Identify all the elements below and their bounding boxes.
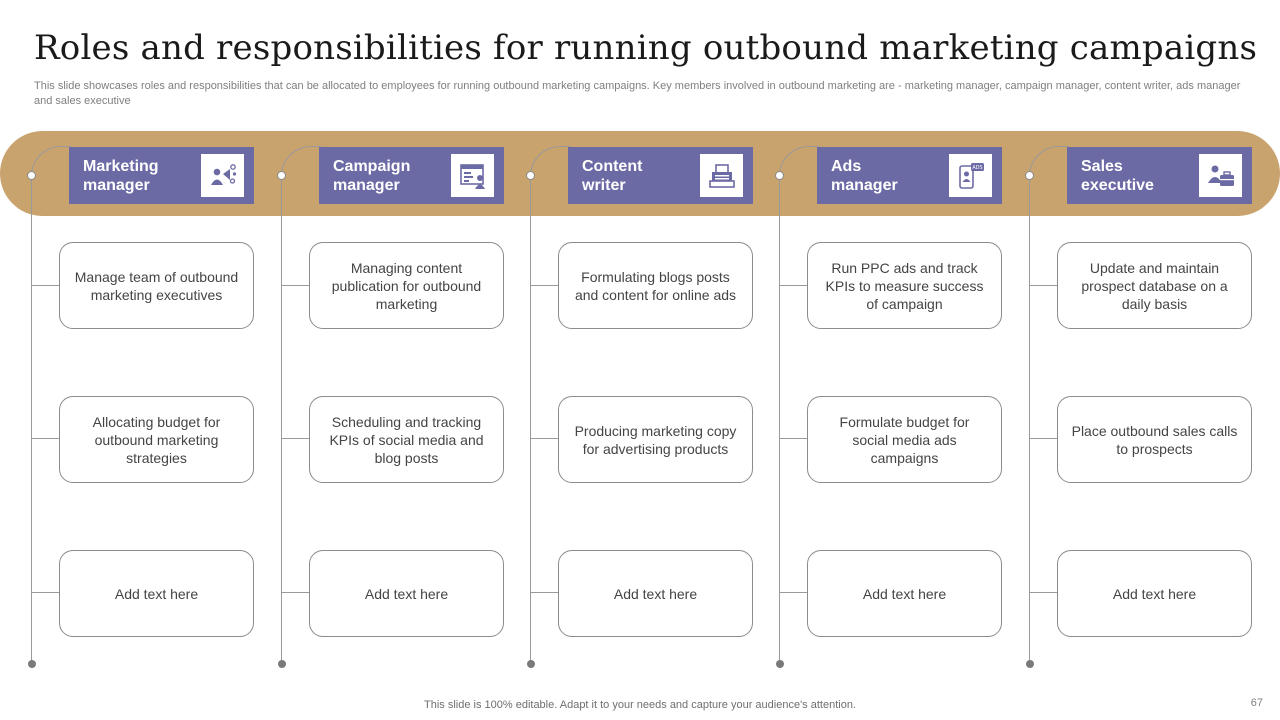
connector-line <box>780 592 808 593</box>
connector-line <box>32 438 60 439</box>
connector-line <box>32 592 60 593</box>
typewriter-icon <box>700 154 743 197</box>
task-card: Formulate budget for social media ads ca… <box>807 396 1002 483</box>
role-column-ads-manager: Ads manager ADS Run PPC ads and track KP… <box>748 0 1008 720</box>
presentation-board-icon <box>451 154 494 197</box>
timeline-start-dot <box>775 171 784 180</box>
timeline-arc <box>530 146 570 206</box>
role-header-marketing-manager: Marketing manager <box>69 147 254 204</box>
role-title: Campaign manager <box>333 158 411 194</box>
role-column-content-writer: Content writer Formulating blogs posts a… <box>499 0 759 720</box>
timeline-end-dot <box>1026 660 1034 668</box>
ads-badge-text: ADS <box>972 165 982 171</box>
timeline-line <box>31 176 32 664</box>
connector-line <box>531 285 559 286</box>
timeline-end-dot <box>776 660 784 668</box>
timeline-end-dot <box>28 660 36 668</box>
timeline-start-dot <box>277 171 286 180</box>
role-title: Sales executive <box>1081 158 1154 194</box>
connector-line <box>1030 592 1058 593</box>
timeline-end-dot <box>527 660 535 668</box>
connector-line <box>1030 285 1058 286</box>
timeline-end-dot <box>278 660 286 668</box>
page-title: Roles and responsibilities for running o… <box>34 28 1258 68</box>
footer-note: This slide is 100% editable. Adapt it to… <box>424 699 856 711</box>
role-title: Marketing manager <box>83 158 159 194</box>
connector-line <box>531 592 559 593</box>
page-subtitle: This slide showcases roles and responsib… <box>34 80 1241 107</box>
connector-line <box>282 285 310 286</box>
task-card-placeholder[interactable]: Add text here <box>807 550 1002 637</box>
role-header-content-writer: Content writer <box>568 147 753 204</box>
task-card: Scheduling and tracking KPIs of social m… <box>309 396 504 483</box>
timeline-line <box>530 176 531 664</box>
task-card: Manage team of outbound marketing execut… <box>59 242 254 329</box>
timeline-arc <box>281 146 321 206</box>
timeline-start-dot <box>27 171 36 180</box>
role-header-sales-executive: Sales executive <box>1067 147 1252 204</box>
connector-line <box>780 285 808 286</box>
task-card: Formulating blogs posts and content for … <box>558 242 753 329</box>
task-card: Place outbound sales calls to prospects <box>1057 396 1252 483</box>
task-card-placeholder[interactable]: Add text here <box>1057 550 1252 637</box>
task-card-placeholder[interactable]: Add text here <box>309 550 504 637</box>
connector-line <box>282 438 310 439</box>
role-column-campaign-manager: Campaign manager Managing content public… <box>250 0 510 720</box>
task-card: Managing content publication for outboun… <box>309 242 504 329</box>
task-card: Producing marketing copy for advertising… <box>558 396 753 483</box>
connector-line <box>1030 438 1058 439</box>
task-card-placeholder[interactable]: Add text here <box>59 550 254 637</box>
timeline-line <box>779 176 780 664</box>
connector-line <box>531 438 559 439</box>
role-title: Ads manager <box>831 158 898 194</box>
timeline-arc <box>1029 146 1069 206</box>
timeline-arc <box>779 146 819 206</box>
role-column-marketing-manager: Marketing manager Manage team of outboun… <box>0 0 260 720</box>
connector-line <box>780 438 808 439</box>
timeline-start-dot <box>526 171 535 180</box>
timeline-start-dot <box>1025 171 1034 180</box>
role-header-campaign-manager: Campaign manager <box>319 147 504 204</box>
timeline-line <box>281 176 282 664</box>
task-card: Allocating budget for outbound marketing… <box>59 396 254 483</box>
task-card: Update and maintain prospect database on… <box>1057 242 1252 329</box>
task-card: Run PPC ads and track KPIs to measure su… <box>807 242 1002 329</box>
connector-line <box>282 592 310 593</box>
timeline-line <box>1029 176 1030 664</box>
sales-briefcase-icon <box>1199 154 1242 197</box>
timeline-arc <box>31 146 71 206</box>
connector-line <box>32 285 60 286</box>
task-card-placeholder[interactable]: Add text here <box>558 550 753 637</box>
role-title: Content writer <box>582 158 643 194</box>
mobile-ads-icon: ADS <box>949 154 992 197</box>
role-header-ads-manager: Ads manager ADS <box>817 147 1002 204</box>
megaphone-team-icon <box>201 154 244 197</box>
role-column-sales-executive: Sales executive Update and maintain pros… <box>998 0 1258 720</box>
page-number: 67 <box>1250 697 1263 709</box>
